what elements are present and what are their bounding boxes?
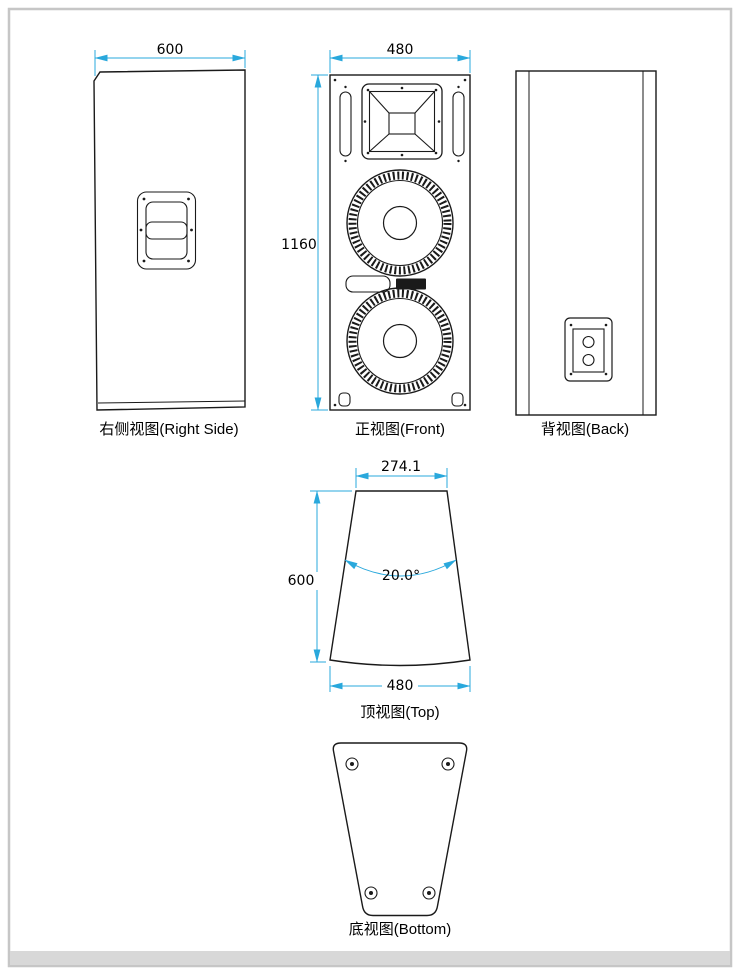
connector-plate [564,317,613,382]
sheet-border-frame [7,7,733,968]
top-outline [329,490,471,667]
front-width-dim-text: 480 [387,42,414,58]
logo-badge [396,278,426,290]
front-view: 480 1160 [281,42,471,411]
back-outline [515,70,657,416]
horn-tweeter [361,83,443,160]
back-view [515,70,657,416]
bottom-port-slots [338,392,464,407]
right-side-view: 600 [93,42,246,411]
lower-woofer [346,287,454,395]
right-side-view-label: 右侧视图(Right Side) [99,421,238,438]
baffle-corner-screws [333,78,467,407]
front-height-dimension [311,74,328,411]
right-side-width-dimension [94,50,246,76]
bottom-outline [332,742,468,917]
top-port-slots [339,85,465,163]
horn-screws [363,86,441,157]
side-outline [93,69,246,411]
angle-arc [344,559,457,577]
front-width-dimension [329,50,471,73]
front-view-label: 正视图(Front) [355,421,445,438]
plate-screws [569,323,608,376]
side-handle [136,191,197,270]
upper-woofer [346,169,454,277]
top-width-dimension [355,468,448,488]
back-view-label: 背视图(Back) [541,421,629,438]
middle-port-and-badge [345,275,426,293]
top-width-dim-text: 274.1 [381,459,421,475]
top-bottom-width-dim-text: 480 [387,678,414,694]
handle-screws [139,197,193,263]
top-view-label: 顶视图(Top) [360,704,439,721]
right-side-width-dim-text: 600 [157,42,184,58]
angle-dim-text: 20.0° [382,568,420,584]
top-view: 274.1 20.0° 600 480 [283,459,471,694]
top-depth-dim-text: 600 [288,573,315,589]
rubber-feet [345,757,455,900]
front-height-dim-text: 1160 [281,237,317,253]
bottom-view-label: 底视图(Bottom) [349,921,452,938]
bottom-view [332,742,468,917]
front-baffle-outline [329,74,471,411]
